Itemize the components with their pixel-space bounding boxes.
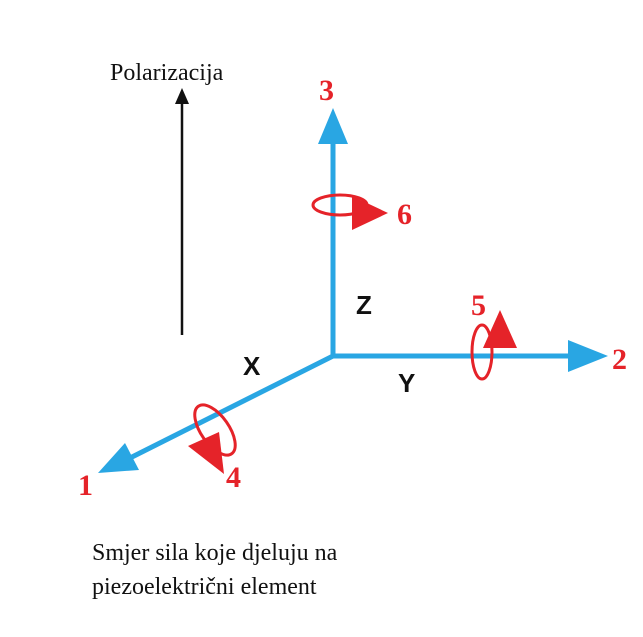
rotation-6-marker: [311, 193, 388, 230]
rotation-5-marker: [470, 310, 517, 381]
direction-label-1: 1: [78, 469, 93, 502]
polarization-label: Polarizacija: [110, 60, 224, 86]
direction-label-4: 4: [226, 461, 241, 494]
axis-3-arrow: [318, 108, 348, 356]
polarization-arrow: [175, 88, 189, 335]
direction-label-3: 3: [319, 74, 334, 107]
axis-letter-y: Y: [398, 368, 415, 398]
caption-line-1: Smjer sila koje djeluju na: [92, 540, 338, 566]
axis-1-arrow: [98, 353, 335, 473]
rotation-4-marker: [188, 403, 237, 474]
diagram-caption: Smjer sila koje djeluju na piezoelektrič…: [92, 536, 512, 604]
direction-label-6: 6: [397, 198, 412, 231]
axis-letter-x: X: [243, 351, 261, 381]
direction-label-5: 5: [471, 289, 486, 322]
axis-2-arrow: [333, 340, 608, 372]
axis-letter-z: Z: [356, 290, 372, 320]
direction-label-2: 2: [612, 343, 627, 376]
caption-line-2: piezoelektrični element: [92, 574, 317, 600]
